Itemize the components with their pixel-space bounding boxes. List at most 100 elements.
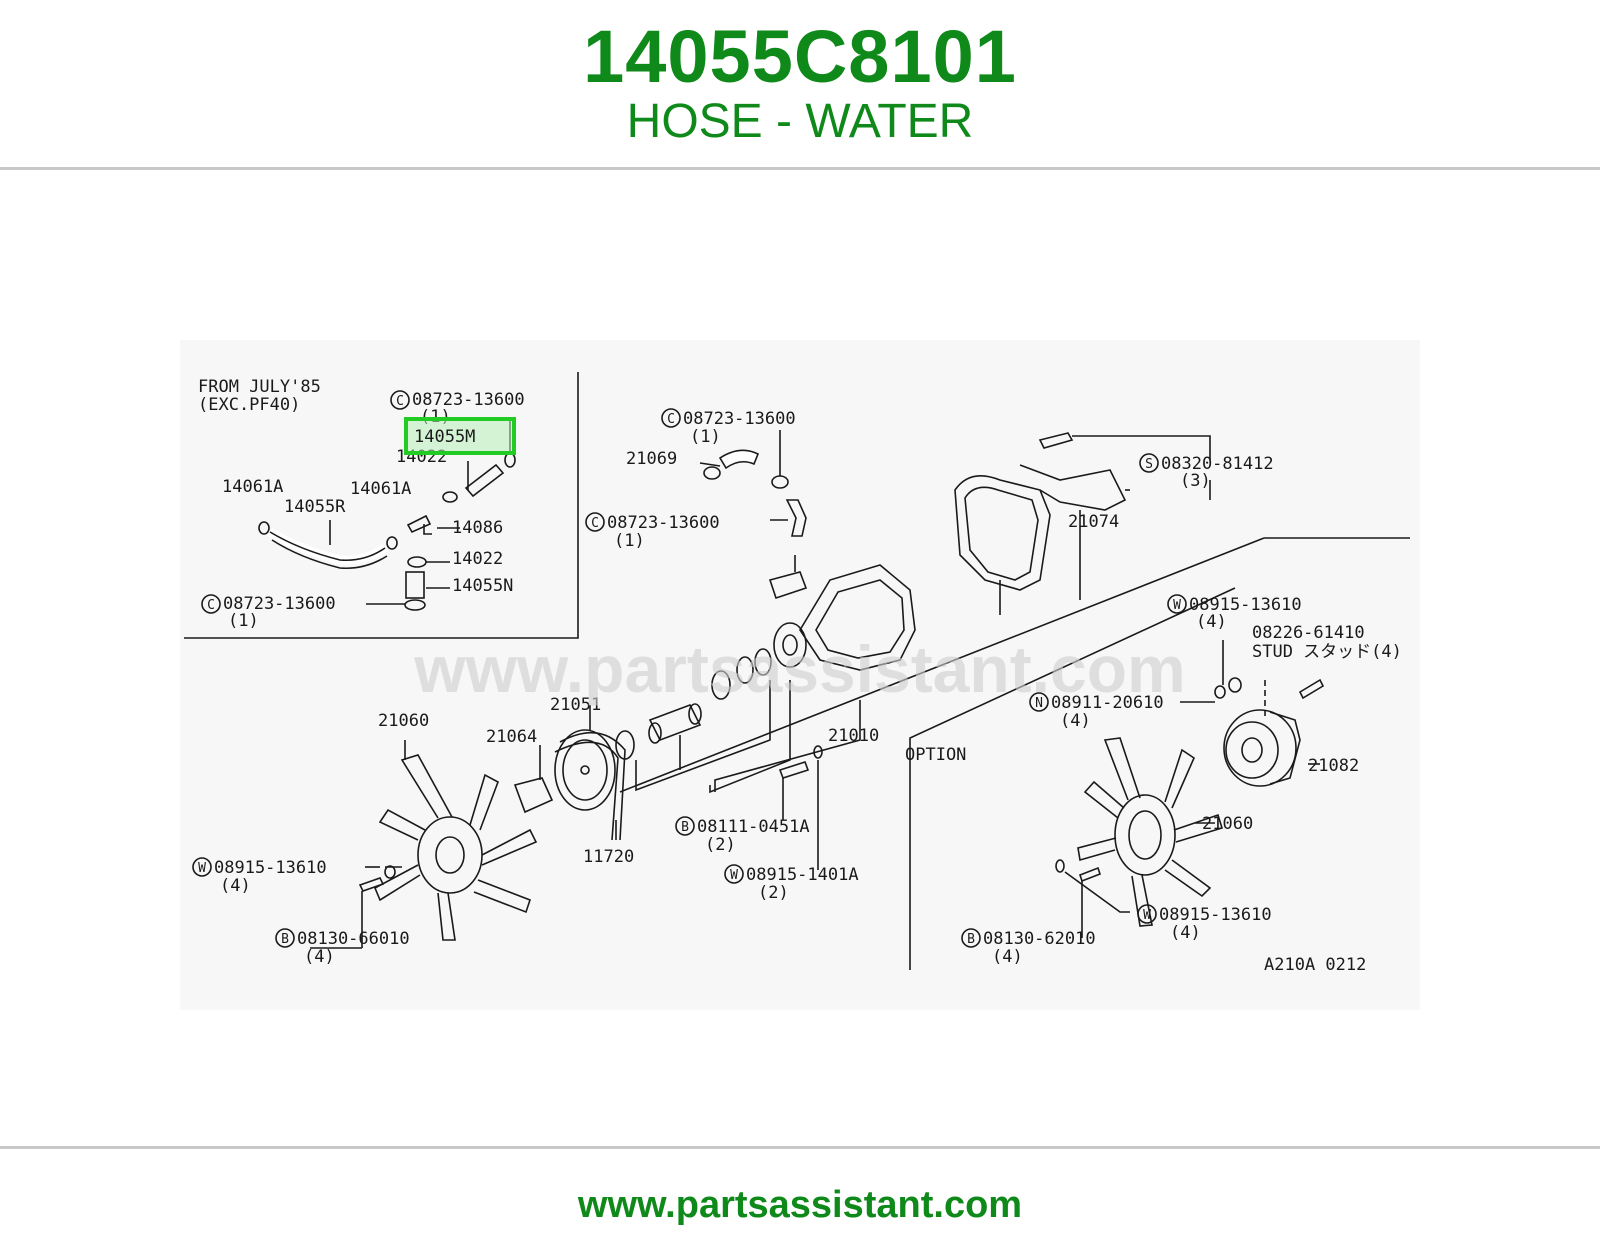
assembly-axis-line — [619, 537, 1265, 793]
label-21010: 21010 — [828, 726, 879, 746]
label-option: OPTION — [905, 745, 966, 765]
washer-08915-right — [1214, 685, 1226, 699]
washer-marker-left — [192, 857, 212, 877]
hose-14055M — [464, 463, 505, 498]
svg-text:W: W — [730, 868, 738, 883]
clamp-bottom — [404, 599, 426, 611]
exploded-view-drawing: C C C C S W N B W W W B B FROM JULY'85 (… — [184, 372, 1410, 975]
label-clamp-upper-qty: (1) — [690, 427, 721, 447]
clamp-marker-inset-top — [390, 390, 410, 410]
screw-marker-letter: S — [1145, 457, 1153, 472]
label-screw-qty: (3) — [1180, 471, 1211, 491]
clamp-top — [504, 452, 516, 468]
label-washer-center-code: 08915-1401A — [746, 865, 859, 885]
inset-clamp-bottom-qty: (1) — [228, 611, 259, 631]
parts-diagram: C C C C S W N B W W W B B FROM JULY'85 (… — [180, 340, 1420, 1010]
watermark-text: www.partsassistant.com — [413, 632, 1185, 706]
inset-clamp-bottom-code: 08723-13600 — [223, 594, 336, 614]
inset-note-line1: FROM JULY'85 — [198, 377, 321, 397]
washer-marker-lower-right — [1137, 904, 1157, 924]
highlighted-part-label[interactable]: 14055M — [414, 427, 475, 447]
pulley-21051 — [554, 729, 616, 811]
seal-3 — [711, 670, 731, 700]
label-washer-center-qty: (2) — [758, 883, 789, 903]
label-stud-desc: STUD スタッド(4) — [1252, 642, 1402, 662]
water-pump-21010 — [799, 564, 916, 671]
svg-text:B: B — [281, 932, 289, 947]
hose-14055N — [405, 571, 425, 599]
part-name-subtitle: HOSE - WATER — [626, 95, 974, 148]
header-divider — [0, 167, 1600, 170]
diagram-reference-code: A210A 0212 — [1264, 955, 1366, 975]
hose-14055R — [269, 531, 386, 562]
label-14061A-left: 14061A — [222, 477, 283, 497]
fan-21060-right — [1077, 737, 1224, 927]
pipe-14086 — [406, 514, 432, 534]
label-21074: 21074 — [1068, 512, 1119, 532]
washer-marker-letter: W — [1173, 598, 1181, 613]
pump-flange — [773, 622, 807, 668]
washer-left — [384, 865, 396, 879]
belt-11720 — [559, 731, 626, 841]
washer-1401A — [813, 745, 823, 759]
clamp-marker-inset-bottom — [201, 594, 221, 614]
label-washer-upper-qty: (4) — [1196, 612, 1227, 632]
label-bolt-right-qty: (4) — [992, 947, 1023, 967]
label-stud-code: 08226-61410 — [1252, 623, 1365, 643]
screw-marker — [1139, 453, 1159, 473]
label-bolt-left-code: 08130-66010 — [297, 929, 410, 949]
bearing-shaft — [648, 703, 702, 742]
label-clamp-middle-qty: (1) — [614, 531, 645, 551]
label-nut-qty: (4) — [1060, 711, 1091, 731]
label-21060-left: 21060 — [378, 711, 429, 731]
label-nut-code: 08911-20610 — [1051, 693, 1164, 713]
pump-inlet — [768, 571, 808, 600]
part-number-title: 14055C8101 — [583, 15, 1017, 98]
svg-text:W: W — [1143, 908, 1151, 923]
svg-text:W: W — [198, 861, 206, 876]
fan-clutch-21082 — [1223, 709, 1301, 787]
ring-14022-top — [442, 491, 458, 503]
label-washer-lower-right-qty: (4) — [1170, 923, 1201, 943]
ring-14022-bottom — [407, 556, 427, 568]
label-screw-code: 08320-81412 — [1161, 454, 1274, 474]
hose-bypass — [785, 499, 807, 537]
clamp-marker-letter: C — [396, 394, 404, 409]
label-14022-bottom: 14022 — [452, 549, 503, 569]
footer-site-link[interactable]: www.partsassistant.com — [577, 1184, 1023, 1226]
cover-21074 — [954, 474, 1051, 591]
bolt-08130-right — [1079, 866, 1101, 883]
label-21060-right: 21060 — [1202, 814, 1253, 834]
inset-clamp-top-code: 08723-13600 — [412, 390, 525, 410]
clamp-14061A-right — [386, 536, 398, 550]
label-21069: 21069 — [626, 449, 677, 469]
washer-marker-center — [724, 864, 744, 884]
fan-21060-left — [373, 754, 538, 941]
label-washer-lower-right-code: 08915-13610 — [1159, 905, 1272, 925]
inset-frame — [184, 372, 579, 639]
label-21051: 21051 — [550, 695, 601, 715]
label-bolt-right-code: 08130-62010 — [983, 929, 1096, 949]
label-21082: 21082 — [1308, 756, 1359, 776]
label-washer-left-code: 08915-13610 — [214, 858, 327, 878]
bolt-marker-letter: B — [681, 820, 689, 835]
label-14055N: 14055N — [452, 576, 513, 596]
spacer-21064 — [513, 777, 554, 814]
footer-divider — [0, 1146, 1600, 1149]
bolt-marker-right — [961, 928, 981, 948]
label-11720: 11720 — [583, 847, 634, 867]
hose-21069 — [718, 449, 760, 470]
highlight-box-14055M[interactable] — [404, 417, 516, 455]
clamp-upper — [771, 475, 789, 489]
svg-text:C: C — [667, 412, 675, 427]
svg-text:B: B — [967, 932, 975, 947]
label-clamp-upper-code: 08723-13600 — [683, 409, 796, 429]
clamp-marker-upper — [661, 408, 681, 428]
bolt-marker-left — [275, 928, 295, 948]
seal-2 — [736, 656, 754, 684]
svg-text:C: C — [207, 598, 215, 613]
nut-marker-letter: N — [1035, 696, 1043, 711]
bolt-marker-center — [675, 816, 695, 836]
washer-08915-fan-right — [1055, 859, 1065, 873]
nut-marker — [1029, 692, 1049, 712]
